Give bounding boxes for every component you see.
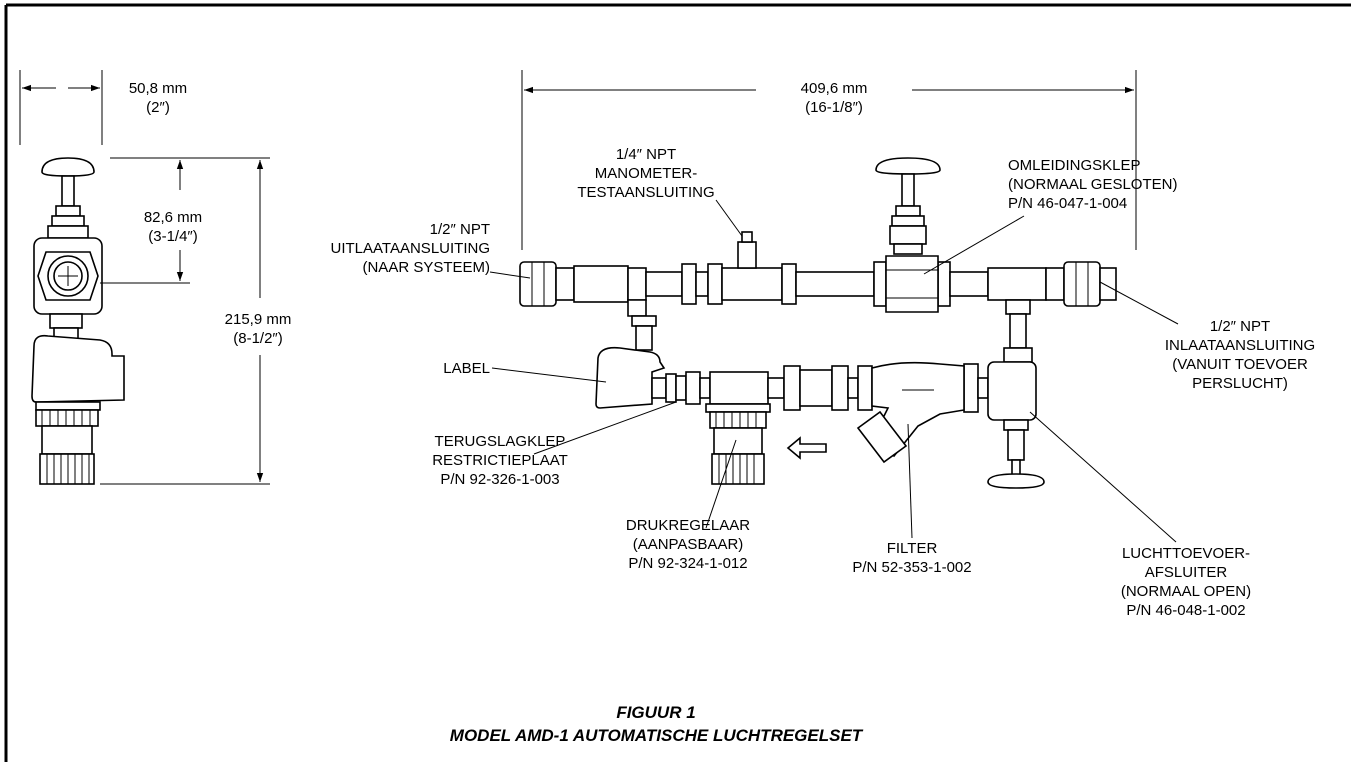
- callout-label: LABEL: [443, 360, 490, 377]
- shutoff-line-3: (NORMAAL OPEN): [1121, 583, 1251, 600]
- supply-shutoff-valve: [987, 299, 1045, 489]
- bypass-valve-line-2: (NORMAAL GESLOTEN): [1008, 176, 1177, 193]
- length-dim-mm: 409,6 mm: [801, 80, 868, 97]
- front-view: [489, 70, 1179, 543]
- side-regulator: [35, 409, 99, 485]
- outlet-line-2: UITLAATAANSLUITING: [331, 240, 490, 257]
- callout-pressure-regulator: DRUKREGELAAR (AANPASBAAR) P/N 92-324-1-0…: [626, 517, 750, 572]
- leader-lines: [489, 199, 1179, 543]
- callout-outlet: 1/2″ NPT UITLAATAANSLUITING (NAAR SYSTEE…: [331, 221, 490, 276]
- check-valve-line-2: RESTRICTIEPLAAT: [432, 452, 568, 469]
- filter-body: [856, 361, 965, 464]
- caption-figure-number: FIGUUR 1: [616, 703, 695, 722]
- width-dim-mm: 50,8 mm: [129, 80, 187, 97]
- callout-filter: FILTER P/N 52-353-1-002: [852, 540, 971, 576]
- bypass-valve-line-3: P/N 46-047-1-004: [1008, 195, 1127, 212]
- inlet-line-1: 1/2″ NPT: [1210, 318, 1270, 335]
- side-handle-wheel: [41, 157, 95, 177]
- callout-gauge-port: 1/4″ NPT MANOMETER- TESTAANSLUITING: [577, 146, 714, 201]
- length-dim-inch: (16-1/8″): [805, 99, 863, 116]
- length-dimension: [521, 70, 1137, 250]
- side-label-block: [31, 334, 125, 403]
- upper-pipe-run: [519, 261, 1117, 307]
- gauge-port: [737, 231, 757, 269]
- width-dim-inch: (2″): [146, 99, 170, 116]
- gauge-port-line-3: TESTAANSLUITING: [577, 184, 714, 201]
- callout-bypass-valve: OMLEIDINGSKLEP (NORMAAL GESLOTEN) P/N 46…: [1008, 157, 1177, 212]
- regulator-line-1: DRUKREGELAAR: [626, 517, 750, 534]
- shutoff-line-1: LUCHTTOEVOER-: [1122, 545, 1250, 562]
- shutoff-line-2: AFSLUITER: [1145, 564, 1228, 581]
- caption-title: MODEL AMD-1 AUTOMATISCHE LUCHTREGELSET: [450, 726, 864, 745]
- dimension-texts: 50,8 mm (2″) 409,6 mm (16-1/8″) 82,6 mm …: [129, 80, 868, 347]
- bypass-valve: [875, 157, 941, 313]
- check-valve-line-3: P/N 92-326-1-003: [440, 471, 559, 488]
- filter-line-1: FILTER: [887, 540, 938, 557]
- pressure-regulator: [705, 403, 771, 485]
- valve-height-mm: 82,6 mm: [144, 209, 202, 226]
- side-valve-body: [33, 237, 103, 315]
- filter-line-2: P/N 52-353-1-002: [852, 559, 971, 576]
- callout-check-valve: TERUGSLAGKLEP RESTRICTIEPLAAT P/N 92-326…: [432, 433, 568, 488]
- inlet-line-2: INLAATAANSLUITING: [1165, 337, 1315, 354]
- label-text: LABEL: [443, 360, 490, 377]
- drawing-frame: [4, 3, 1351, 762]
- regulator-line-3: P/N 92-324-1-012: [628, 555, 747, 572]
- side-stem: [61, 175, 75, 207]
- left-drop-leg: [627, 299, 657, 351]
- callout-inlet: 1/2″ NPT INLAATAANSLUITING (VANUIT TOEVO…: [1165, 318, 1315, 392]
- lower-pipe-run: [651, 363, 989, 413]
- gauge-port-line-2: MANOMETER-: [595, 165, 698, 182]
- regulator-line-2: (AANPASBAAR): [633, 536, 744, 553]
- bypass-valve-line-1: OMLEIDINGSKLEP: [1008, 157, 1141, 174]
- flow-direction-arrow: [786, 436, 827, 460]
- width-dimension: [19, 70, 103, 145]
- total-height-inch: (8-1/2″): [233, 330, 283, 347]
- inlet-line-3: (VANUIT TOEVOER: [1172, 356, 1308, 373]
- figure-caption: FIGUUR 1 MODEL AMD-1 AUTOMATISCHE LUCHTR…: [450, 703, 864, 745]
- height-dimensions: [100, 157, 270, 485]
- outlet-line-1: 1/2″ NPT: [430, 221, 490, 238]
- shutoff-line-4: P/N 46-048-1-002: [1126, 602, 1245, 619]
- check-valve-line-1: TERUGSLAGKLEP: [435, 433, 566, 450]
- label-block: [595, 346, 666, 409]
- total-height-mm: 215,9 mm: [225, 311, 292, 328]
- gauge-port-line-1: 1/4″ NPT: [616, 146, 676, 163]
- outlet-line-3: (NAAR SYSTEEM): [362, 259, 490, 276]
- side-view: [19, 70, 270, 485]
- inlet-line-4: PERSLUCHT): [1192, 375, 1288, 392]
- callout-supply-shutoff: LUCHTTOEVOER- AFSLUITER (NORMAAL OPEN) P…: [1121, 545, 1251, 619]
- valve-height-inch: (3-1/4″): [148, 228, 198, 245]
